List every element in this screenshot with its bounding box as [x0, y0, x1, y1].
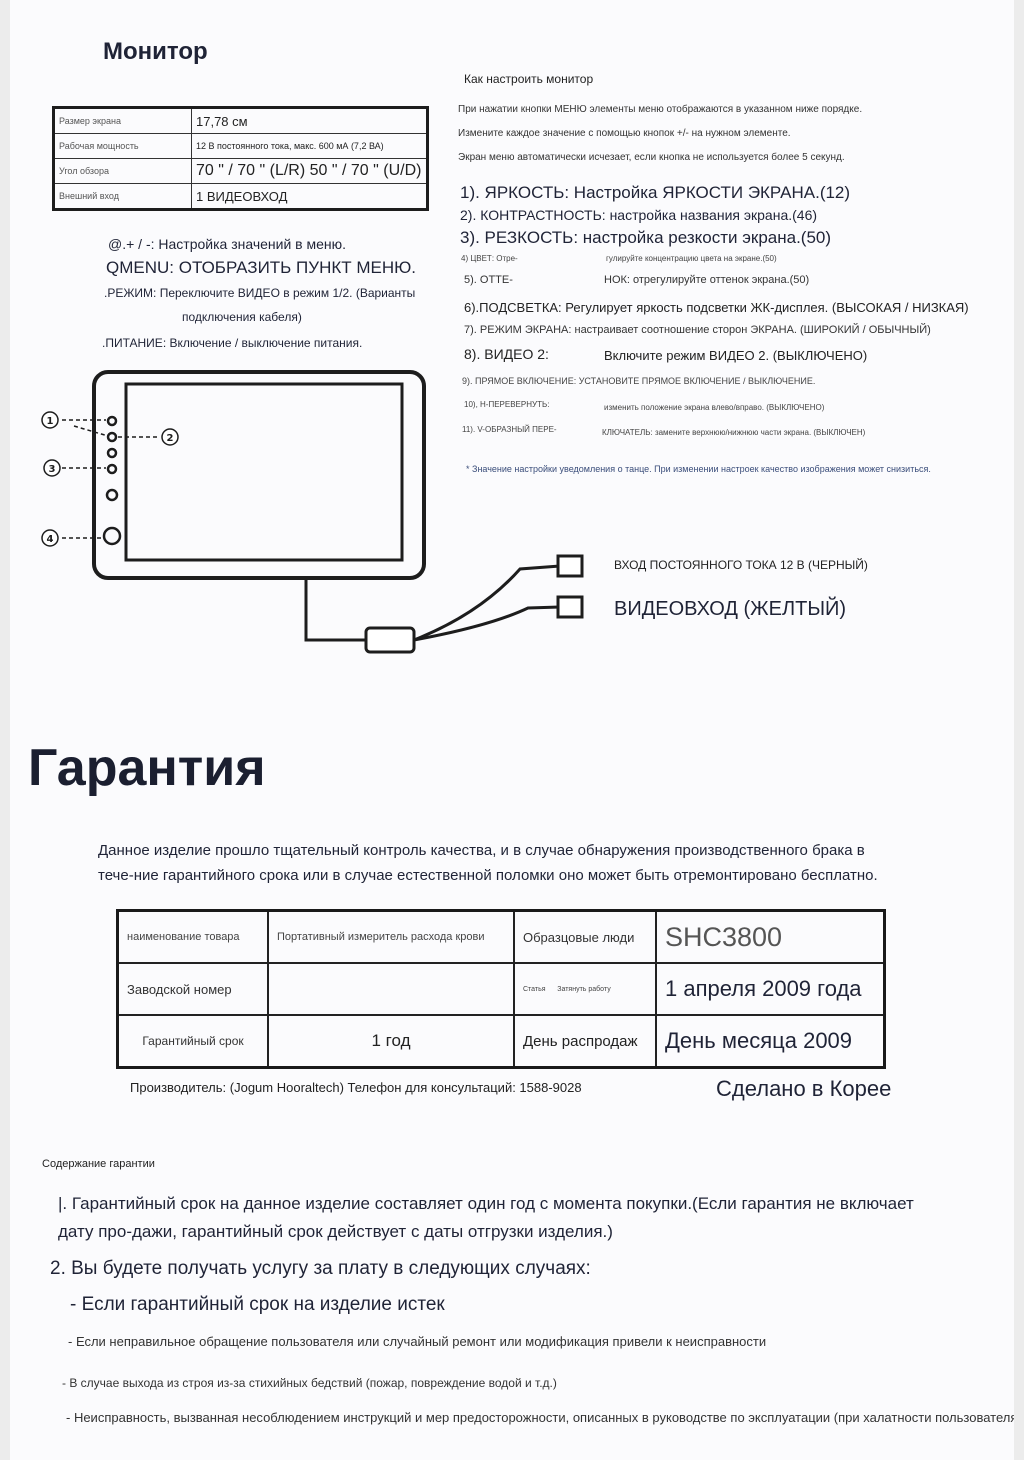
howto-paragraph: При нажатии кнопки МЕНЮ элементы меню от… [458, 104, 863, 115]
menu-item: 10), Н-ПЕРЕВЕРНУТЬ: [464, 400, 550, 409]
section-title-monitor: Монитор [103, 38, 208, 65]
menu-item: 2). КОНТРАСТНОСТЬ: настройка названия эк… [460, 207, 818, 223]
howto-paragraph: Экран меню автоматически исчезает, если … [458, 152, 845, 163]
menu-item: 6).ПОДСВЕТКА: Регулирует яркость подсвет… [464, 300, 969, 315]
howto-title: Как настроить монитор [464, 72, 594, 86]
table-row: Заводской номер Статья Затянуть работу 1… [116, 962, 886, 1016]
button-description: .ПИТАНИЕ: Включение / выключение питания… [102, 336, 363, 350]
connector-label-video: ВИДЕОВХОД (ЖЕЛТЫЙ) [614, 598, 847, 620]
terms-item: - Если гарантийный срок на изделие истек [70, 1294, 445, 1315]
button-description: подключения кабеля) [182, 310, 302, 324]
menu-item: гулируйте концентрацию цвета на экране.(… [606, 254, 777, 263]
svg-text:2: 2 [167, 433, 174, 444]
terms-subitem: - Если неправильное обращение пользовате… [68, 1334, 767, 1349]
terms-subitem: - В случае выхода из строя из-за стихийн… [62, 1376, 557, 1390]
button-description: @.+ / -: Настройка значений в меню. [108, 236, 347, 252]
menu-item: 3). РЕЗКОСТЬ: настройка резкости экрана.… [460, 228, 832, 247]
menu-item: 11). V-ОБРАЗНЫЙ ПЕРЕ- [462, 425, 557, 434]
menu-item: изменить положение экрана влево/вправо. … [604, 403, 825, 412]
svg-text:4: 4 [47, 534, 54, 545]
svg-text:1: 1 [47, 416, 54, 427]
menu-item: НОК: отрегулируйте оттенок экрана.(50) [604, 274, 810, 286]
button-description: .РЕЖИМ: Переключите ВИДЕО в режим 1/2. (… [104, 286, 416, 300]
terms-title: Содержание гарантии [42, 1158, 155, 1170]
connector-label-power: ВХОД ПОСТОЯННОГО ТОКА 12 В (ЧЕРНЫЙ) [614, 558, 868, 572]
menu-item: 8). ВИДЕО 2: [464, 346, 549, 362]
menu-item: 1). ЯРКОСТЬ: Настройка ЯРКОСТИ ЭКРАНА.(1… [460, 183, 851, 202]
monitor-diagram: 1 2 3 4 [41, 370, 584, 654]
terms-item: 2. Вы будете получать услугу за плату в … [50, 1258, 591, 1279]
terms-item: |. Гарантийный срок на данное изделие со… [58, 1194, 914, 1241]
manufacturer-line: Производитель: (Jogum Hooraltech) Телефо… [130, 1080, 582, 1095]
menu-item: 9). ПРЯМОЕ ВКЛЮЧЕНИЕ: УСТАНОВИТЕ ПРЯМОЕ … [462, 376, 816, 386]
menu-item: 5). ОТТЕ- [464, 274, 513, 286]
menu-item: Включите режим ВИДЕО 2. (ВЫКЛЮЧЕНО) [604, 348, 868, 363]
warranty-table: наименование товара Портативный измерите… [116, 909, 886, 1069]
menu-item: КЛЮЧАТЕЛЬ: замените верхнюю/нижнюю части… [602, 428, 866, 437]
warranty-intro: Данное изделие прошло тщательный контрол… [98, 842, 878, 884]
menu-item: 4) ЦВЕТ: Отре- [461, 254, 518, 263]
made-in: Сделано в Корее [716, 1076, 892, 1101]
menu-item: 7). РЕЖИМ ЭКРАНА: настраивает соотношени… [464, 324, 931, 336]
section-title-warranty: Гарантия [28, 739, 266, 797]
table-row: Гарантийный срок 1 год День распродаж Де… [116, 1014, 886, 1069]
button-description: QMENU: ОТОБРАЗИТЬ ПУНКТ МЕНЮ. [106, 258, 417, 277]
table-row: наименование товара Портативный измерите… [116, 909, 886, 964]
howto-paragraph: Измените каждое значение с помощью кнопо… [458, 128, 791, 139]
terms-subitem: - Неисправность, вызванная несоблюдением… [66, 1410, 1014, 1425]
menu-note: * Значение настройки уведомления о танце… [466, 464, 931, 474]
svg-text:3: 3 [49, 464, 56, 475]
